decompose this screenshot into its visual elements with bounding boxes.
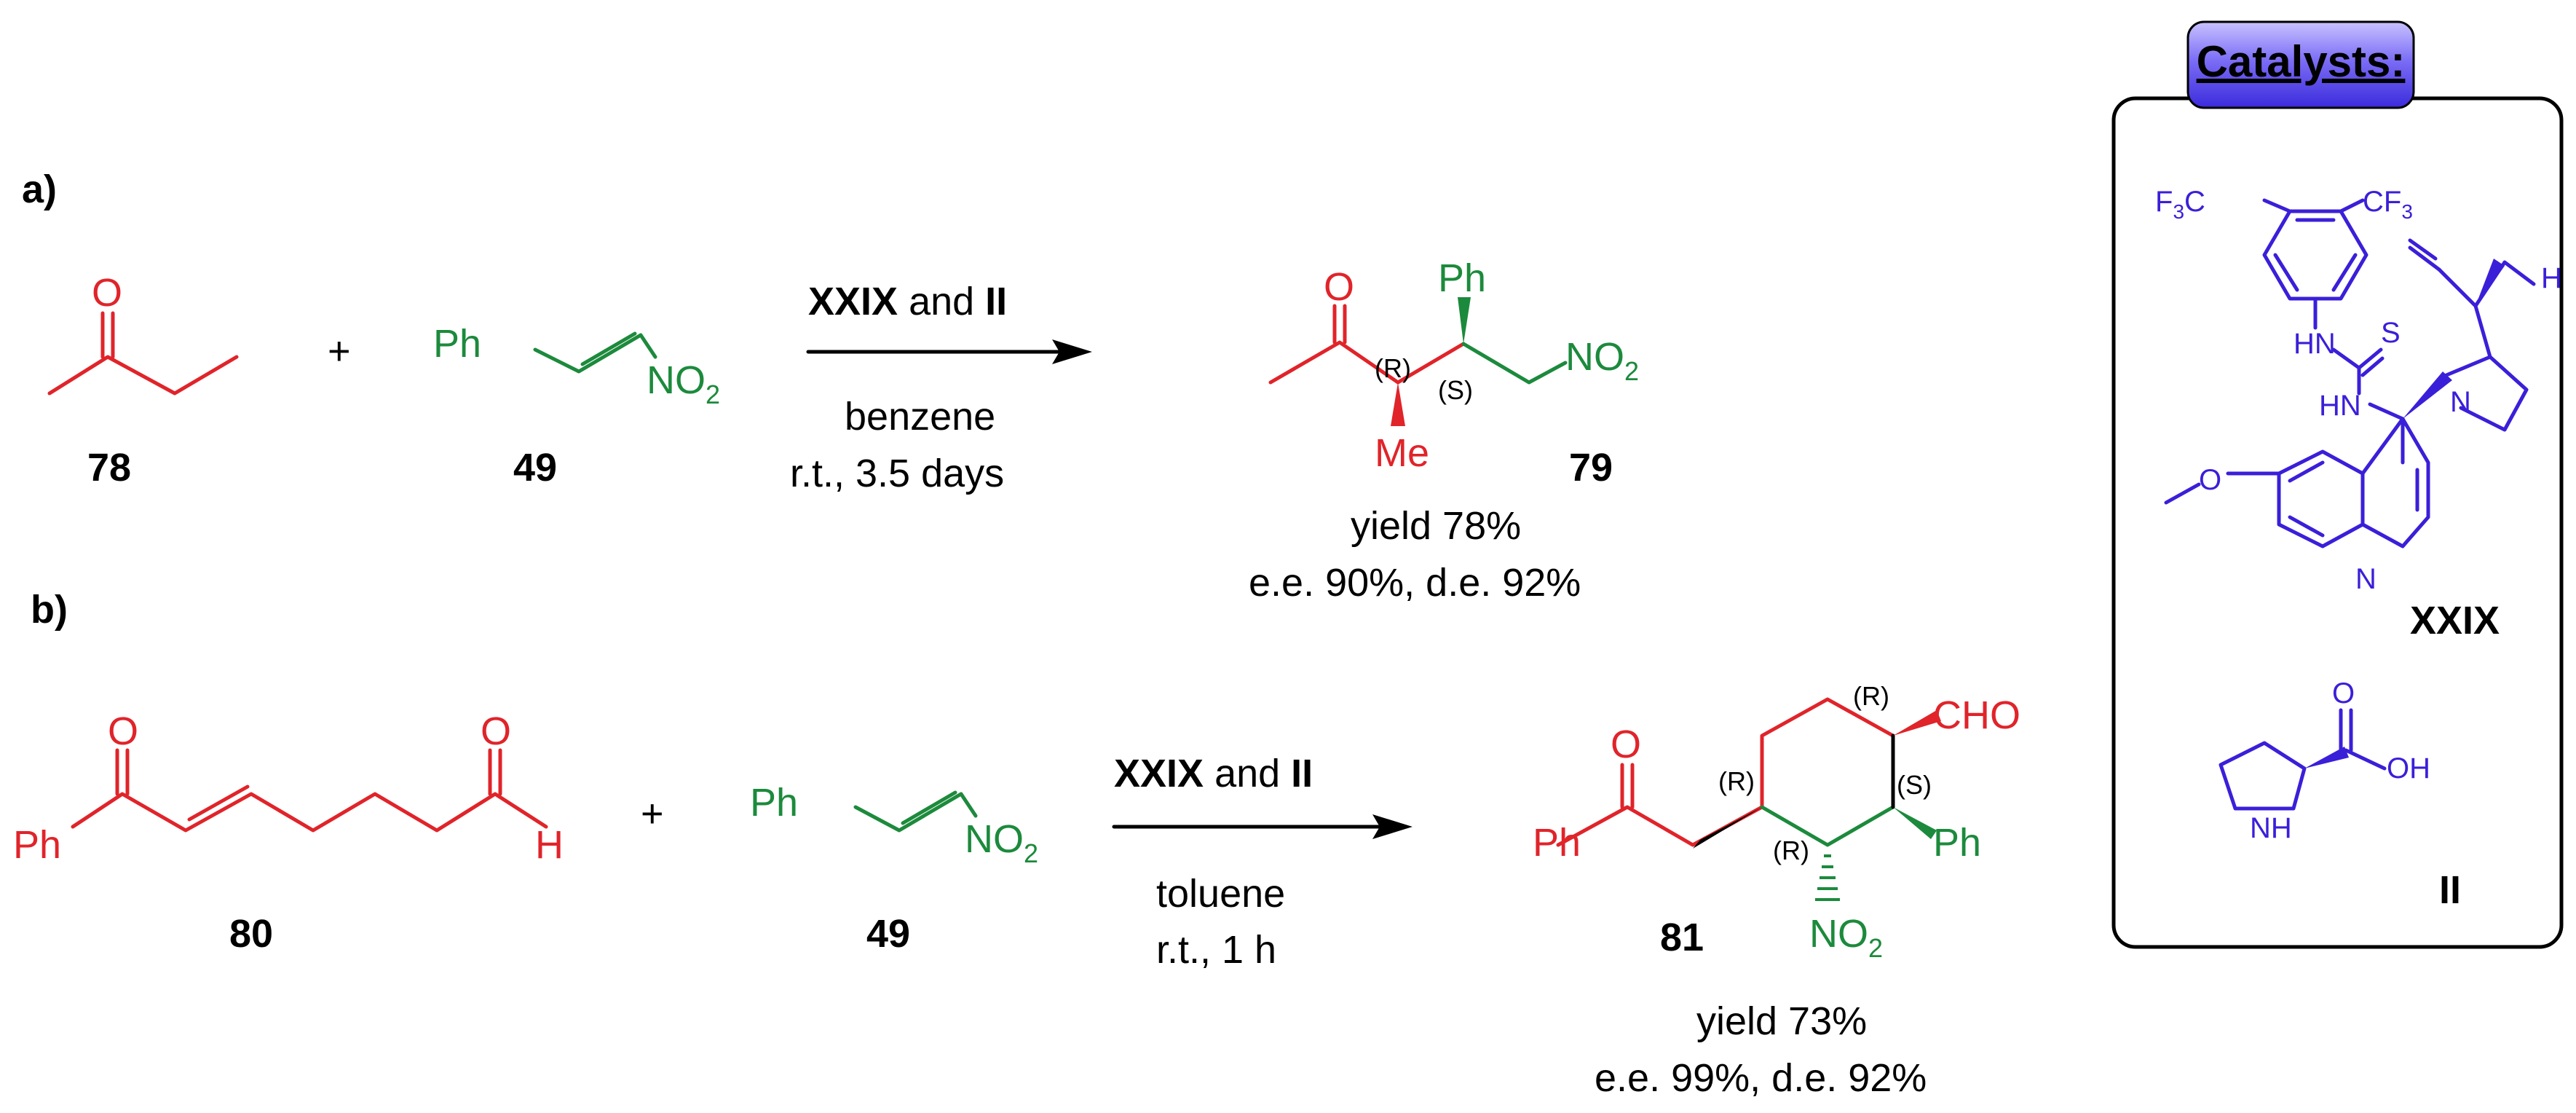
stereo-r1-81: (R) [1718,766,1755,796]
cf3-right-label: CF3 [2363,186,2413,223]
conditions-time-b: r.t., 1 h [1156,928,1276,972]
catalysts-title: Catalysts: [2197,37,2406,86]
cf3-left-label: F3C [2155,186,2205,223]
compound-80-structure [71,748,548,833]
nitro-label-81: NO2 [1809,912,1883,963]
plus-sign-b: + [641,792,664,835]
me-label-79: Me [1375,431,1429,475]
conditions-solvent-b: toluene [1156,872,1285,916]
o-label-81: O [1611,723,1641,766]
o-label-ii: O [2332,677,2355,709]
s-label: S [2381,317,2401,349]
compound-49-structure-a [533,331,657,374]
compound-78-structure: O [47,271,239,396]
conditions-solvent-a: benzene [845,395,995,438]
conditions-catalysts-a: XXIX and II [808,280,1007,323]
nh-label-ii: NH [2250,812,2292,844]
compound-78-number: 78 [87,446,131,489]
compound-81-structure [1556,697,1941,901]
hn-label-1: HN [2293,328,2336,360]
conditions-time-a: r.t., 3.5 days [790,452,1004,495]
ph-label-49b: Ph [750,781,798,825]
nitro-label-79: NO2 [1565,335,1639,386]
catalyst-xxix-structure [2164,198,2536,548]
stereo-s-81: (S) [1897,770,1932,800]
selectivity-81: e.e. 99%, d.e. 92% [1595,1056,1927,1100]
compound-79-structure [1268,297,1568,426]
catalyst-ii-structure [2219,708,2387,811]
stereo-r2-81: (R) [1853,681,1889,711]
compound-81-number: 81 [1660,916,1704,959]
catalyst-ii-label: II [2439,868,2461,912]
part-a-label: a) [22,168,57,211]
compound-80-number: 80 [229,912,273,956]
ph-label-79: Ph [1438,256,1486,300]
n-quinuclidine-label: N [2450,386,2471,418]
stereo-s-79: (S) [1438,375,1473,405]
compound-79-number: 79 [1569,446,1613,489]
catalyst-xxix-label: XXIX [2410,599,2500,642]
o-label-80a: O [108,709,138,753]
arrowhead-b [1372,814,1413,839]
h-label-80: H [535,823,564,867]
arrowhead-a [1052,339,1092,364]
stereo-r-79: (R) [1375,353,1411,383]
compound-49-number-a: 49 [513,446,557,489]
h-label-xxix: H [2541,262,2562,294]
oh-label-ii: OH [2387,752,2430,784]
compound-49-number-b: 49 [866,912,910,956]
compound-49-structure-b [853,790,978,833]
o-label-80b: O [481,709,511,753]
catalysts-title-badge [2186,20,2415,109]
yield-81: yield 73% [1696,999,1867,1043]
hn-label-2: HN [2319,390,2361,422]
o-methoxy-label: O [2199,464,2221,496]
svg-text:O: O [92,271,122,315]
catalysts-box [2111,96,2564,949]
nitro-label-49b: NO2 [965,817,1038,868]
ph-label-81: Ph [1933,821,1981,865]
n-quinoline-label: N [2355,563,2377,595]
cho-label-81: CHO [1933,693,2020,737]
plus-sign-a: + [328,329,351,373]
ph-label-49a: Ph [433,322,481,366]
o-label-79: O [1324,265,1354,309]
ph-label-80: Ph [13,823,61,867]
part-b-label: b) [31,588,68,632]
conditions-catalysts-b: XXIX and II [1114,752,1313,795]
ph-ketone-label-81: Ph [1533,821,1581,865]
stereo-r3-81: (R) [1773,835,1809,865]
selectivity-79: e.e. 90%, d.e. 92% [1249,561,1581,605]
nitro-label-49a: NO2 [647,358,720,409]
yield-79: yield 78% [1351,504,1521,548]
